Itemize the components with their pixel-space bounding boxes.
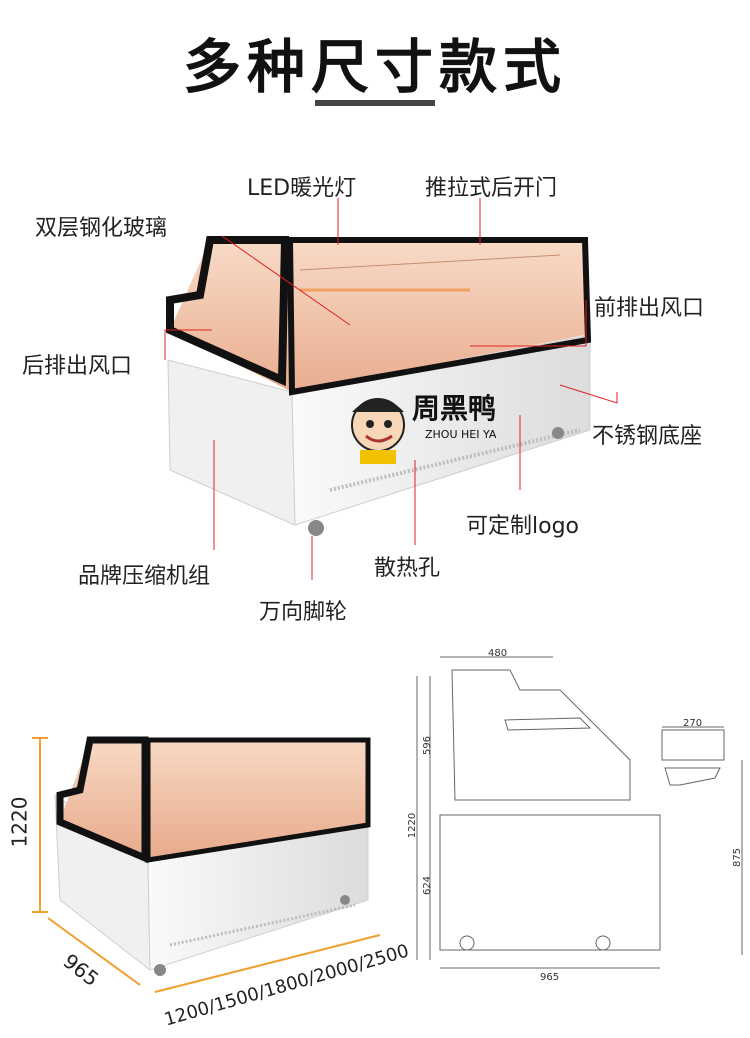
drawing-top-width: 480	[488, 648, 508, 659]
title-underline	[315, 100, 435, 106]
callout-sliding-door: 推拉式后开门	[425, 176, 558, 201]
callout-logo: 可定制logo	[466, 514, 579, 539]
drawing-side-width: 270	[683, 718, 703, 729]
callout-heat-holes: 散热孔	[374, 556, 441, 581]
main-showcase	[166, 236, 592, 536]
callout-glass: 双层钢化玻璃	[35, 216, 168, 241]
drawing-total-height: 1220	[407, 812, 419, 839]
small-showcase	[54, 736, 371, 976]
technical-drawing	[416, 656, 743, 969]
callout-front-vent: 前排出风口	[594, 296, 705, 321]
dimension-lines	[32, 737, 381, 993]
drawing-upper-height: 596	[422, 735, 434, 756]
drawing-base-width: 965	[540, 972, 560, 983]
brand-logo	[351, 398, 405, 464]
callout-rear-vent: 后排出风口	[22, 354, 133, 379]
callout-lines	[164, 198, 618, 580]
callout-base: 不锈钢底座	[592, 424, 703, 449]
brand-pinyin: ZHOU HEI YA	[425, 428, 497, 441]
page-title: 多种尺寸款式	[182, 33, 567, 101]
callout-compressor: 品牌压缩机组	[78, 564, 211, 589]
drawing-side-height: 875	[732, 847, 744, 868]
dim-height: 1220	[7, 796, 32, 848]
drawing-lower-height: 624	[422, 875, 434, 896]
brand-name: 周黑鸭	[412, 392, 496, 425]
callout-casters: 万向脚轮	[259, 600, 348, 625]
callout-led: LED暖光灯	[247, 176, 357, 201]
